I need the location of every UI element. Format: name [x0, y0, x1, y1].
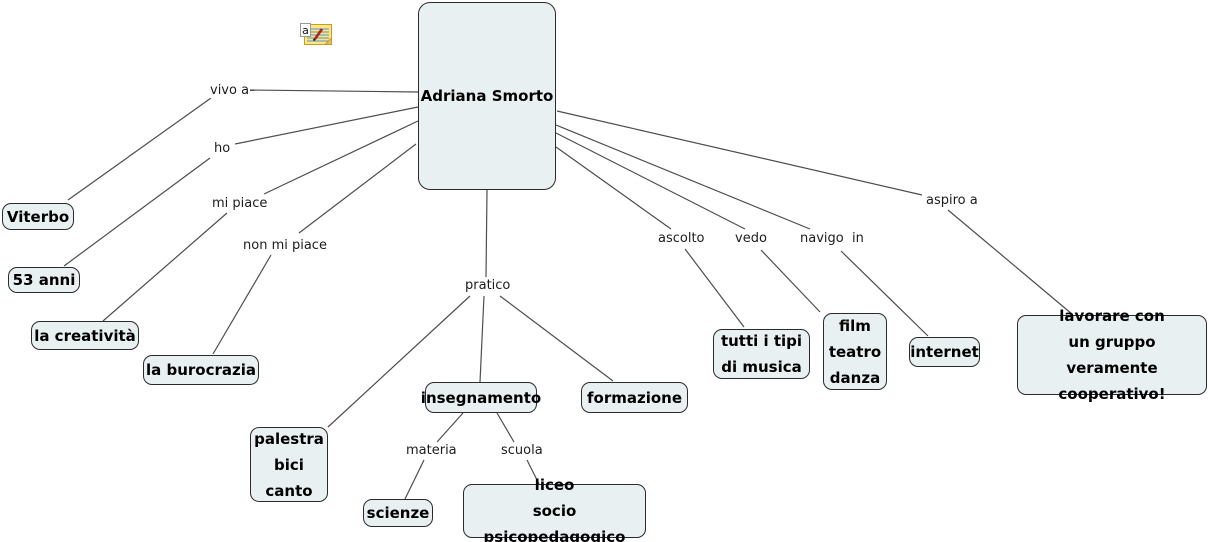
node-la-burocrazia[interactable]: la burocrazia: [143, 355, 259, 385]
link-label-ho[interactable]: ho: [213, 141, 232, 156]
node-formazione[interactable]: formazione: [581, 382, 688, 413]
connector-line: [479, 295, 485, 383]
link-label-scuola[interactable]: scuola: [500, 443, 544, 458]
node-palestra-bici-canto[interactable]: palestra bici canto: [250, 427, 328, 502]
pen-glyph: [313, 28, 324, 40]
node-scienze[interactable]: scienze: [363, 499, 433, 527]
link-label-non-mi-piace[interactable]: non mi piace: [242, 238, 328, 253]
connector-line: [526, 459, 540, 485]
connector-line: [212, 254, 272, 355]
connector-line: [404, 459, 425, 500]
node-insegnamento[interactable]: insegnamento: [421, 382, 541, 413]
pen-tip: [312, 38, 316, 42]
connector-line: [555, 124, 811, 230]
annotation-letter: a: [302, 24, 309, 37]
connector-line: [234, 106, 419, 145]
node-internet[interactable]: internet: [909, 337, 980, 367]
link-label-materia[interactable]: materia: [405, 443, 458, 458]
connector-line: [555, 132, 746, 230]
connector-line: [436, 412, 464, 443]
annotation-note-icon[interactable]: a: [300, 22, 333, 46]
link-label-vivo-a[interactable]: vivo a: [209, 83, 251, 98]
connector-line: [760, 249, 821, 313]
node-lavorare-gruppo-cooperativo[interactable]: lavorare con un gruppo veramente coopera…: [1017, 307, 1207, 403]
connector-line: [556, 110, 923, 196]
node-53-anni[interactable]: 53 anni: [8, 267, 80, 293]
connector-line: [499, 295, 614, 382]
node-viterbo[interactable]: Viterbo: [2, 203, 74, 230]
connector-line: [67, 97, 212, 201]
node-liceo-socio-psicopedagogico[interactable]: liceo socio psicopedagogico: [463, 476, 646, 542]
node-adriana-smorto[interactable]: Adriana Smorto: [418, 2, 556, 190]
connector-line: [840, 250, 929, 337]
connector-line: [263, 120, 419, 195]
link-label-ascolto[interactable]: ascolto: [657, 231, 706, 246]
node-la-creativita[interactable]: la creatività: [31, 321, 139, 350]
connector-line: [102, 212, 228, 322]
connector-line: [684, 248, 745, 328]
link-label-aspiro-a[interactable]: aspiro a: [925, 193, 979, 208]
connector-line: [327, 295, 471, 428]
connector-line: [947, 209, 1073, 315]
connector-line: [63, 157, 211, 267]
link-label-vedo[interactable]: vedo: [734, 231, 768, 246]
connector-line: [555, 146, 672, 230]
connector-line: [496, 412, 515, 443]
node-film-teatro-danza[interactable]: film teatro danza: [823, 313, 887, 390]
node-tutti-i-tipi-di-musica[interactable]: tutti i tipi di musica: [713, 329, 810, 379]
link-label-pratico[interactable]: pratico: [464, 278, 512, 293]
folded-corner: [323, 36, 332, 45]
connector-line: [485, 189, 488, 278]
link-label-mi-piace[interactable]: mi piace: [211, 196, 269, 211]
connector-line: [249, 89, 419, 93]
connector-line: [298, 143, 417, 234]
link-label-navigo-in[interactable]: navigo in: [799, 231, 865, 246]
